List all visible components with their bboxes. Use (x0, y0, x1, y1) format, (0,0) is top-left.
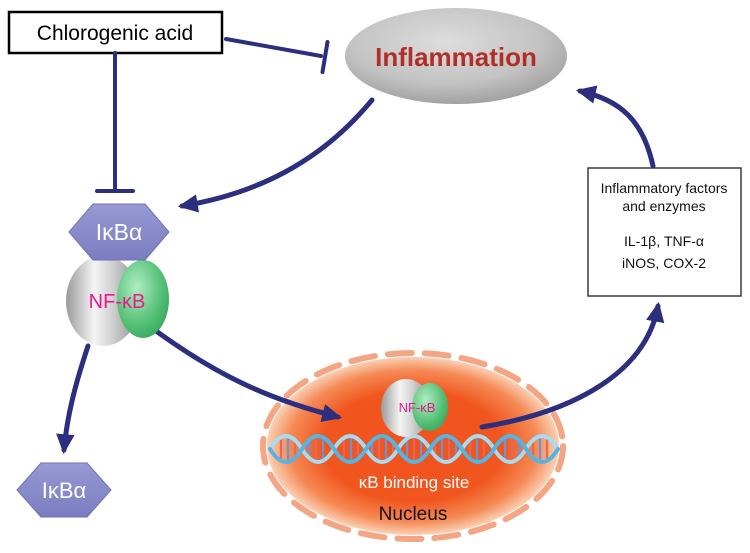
arrows (56, 37, 665, 455)
kb-binding-site-label: κB binding site (359, 473, 470, 492)
nfkb-label: NF-κB (89, 291, 146, 313)
ikba-label: IκBα (96, 219, 143, 245)
chlorogenic-acid-node: Chlorogenic acid (7, 10, 224, 55)
factors-line3: IL-1β, TNF-α (624, 233, 704, 249)
dna-strand-light (268, 434, 560, 464)
ikba-released-label: IκBα (42, 478, 87, 503)
nucleus-membrane (260, 350, 566, 542)
nucleus-nfkb-label: NF-κB (399, 400, 436, 415)
inhibition-chlorogenic-to-ikba (95, 51, 135, 193)
inflammation-node: Inflammation (345, 8, 567, 104)
chlorogenic-acid-box (7, 10, 224, 55)
factors-box (587, 167, 742, 297)
chlorogenic-acid-label: Chlorogenic acid (37, 22, 193, 45)
nucleus-nfkb-green-subunit (412, 383, 448, 431)
nucleus-group: NF-κB κB binding site Nucleus (260, 350, 566, 542)
dna-helix (268, 434, 560, 464)
arrow-inflammation-to-ikba (177, 97, 375, 213)
arrow-complex-to-nucleus (149, 325, 343, 423)
ikba-hexagon (68, 203, 170, 261)
inflammation-ellipse (345, 8, 567, 104)
dna-strand-dark (268, 434, 560, 464)
ikba-released-hexagon (16, 462, 112, 518)
arrow-factors-to-inflammation (575, 85, 656, 169)
arrow-complex-to-released-ikba (56, 343, 91, 455)
factors-line2: and enzymes (622, 198, 705, 214)
factors-node: Inflammatory factors and enzymes IL-1β, … (587, 167, 742, 297)
inhibition-chlorogenic-to-inflammation (224, 37, 330, 74)
ikba-released-node: IκBα (16, 462, 112, 518)
ikba-nfkb-complex: IκBα NF-κB (66, 203, 170, 346)
inflammation-label: Inflammation (375, 42, 537, 72)
factors-line1: Inflammatory factors (601, 180, 728, 196)
factors-line4: iNOS, COX-2 (622, 255, 706, 271)
nucleus-label: Nucleus (379, 504, 448, 525)
nfkb-green-subunit (117, 260, 169, 338)
arrow-nucleus-to-factors (479, 301, 665, 430)
